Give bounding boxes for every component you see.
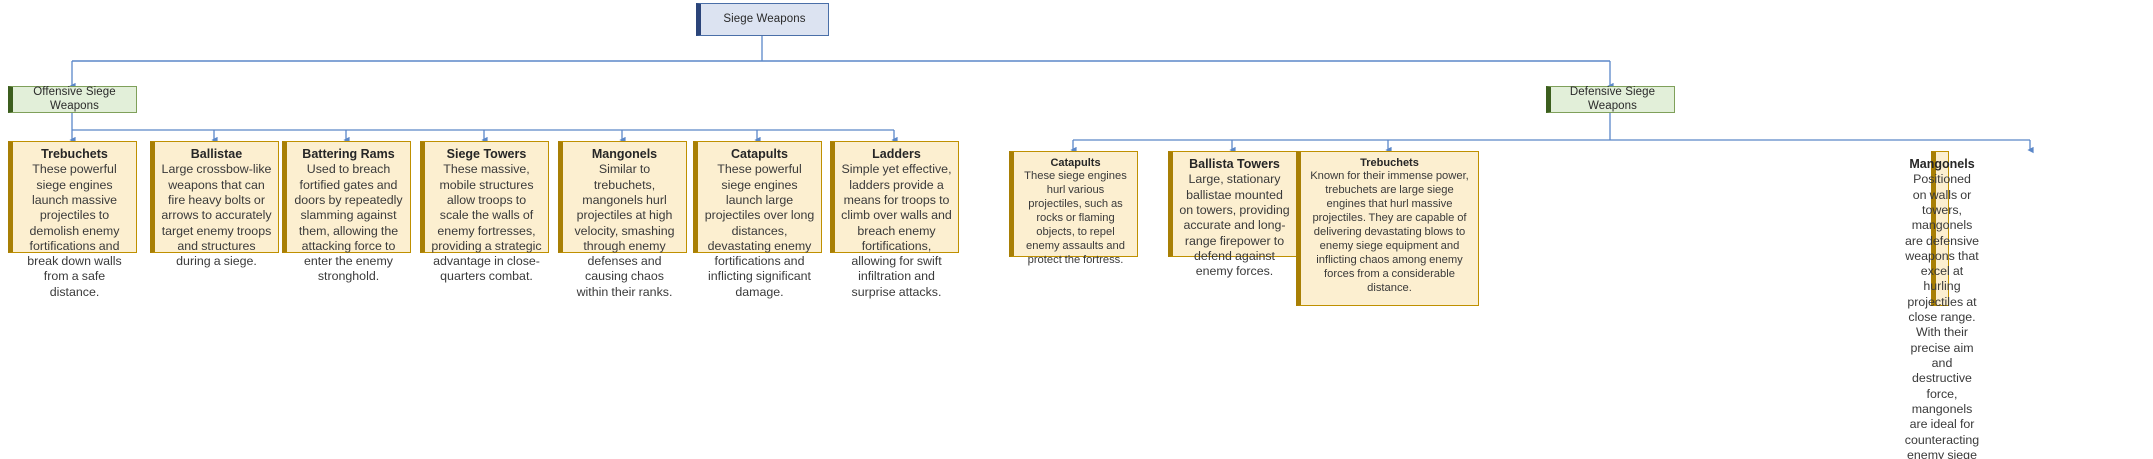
leaf-card-title: Mangonels [1909,157,1975,171]
leaf-card-catapults-offensive[interactable]: Catapults These powerful siege engines l… [693,141,822,299]
leaf-card-ladders[interactable]: Ladders Simple yet effective, ladders pr… [830,141,959,299]
leaf-card-ballistae[interactable]: Ballistae Large crossbow-like weapons th… [150,141,279,268]
leaf-card-mangonels-offensive[interactable]: Mangonels Similar to trebuchets, mangone… [558,141,687,299]
leaf-card-title: Catapults [731,147,788,161]
branch-node-label: Defensive Siege Weapons [1569,85,1656,112]
branch-node-defensive-siege-weapons[interactable]: Defensive Siege Weapons [1546,86,1675,113]
root-node-label: Siege Weapons [723,12,806,25]
leaf-card-title: Battering Rams [302,147,395,161]
leaf-card-body: These powerful siege engines launch larg… [704,162,815,299]
leaf-card-body: Large, stationary ballistae mounted on t… [1179,172,1290,279]
branch-node-offensive-siege-weapons[interactable]: Offensive Siege Weapons [8,86,137,113]
leaf-card-title: Ballistae [190,147,243,161]
leaf-card-ballista-towers[interactable]: Ballista Towers Large, stationary ballis… [1168,151,1297,278]
leaf-card-body: These powerful siege engines launch mass… [27,162,122,299]
leaf-card-title: Trebuchets [41,147,108,161]
leaf-card-title: Siege Towers [446,147,527,161]
leaf-card-catapults-defensive[interactable]: Catapults These siege engines hurl vario… [1009,151,1138,266]
leaf-card-trebuchets-defensive[interactable]: Trebuchets Known for their immense power… [1296,151,1479,306]
leaf-card-title: Ballista Towers [1189,157,1280,171]
leaf-card-title: Trebuchets [1360,157,1419,169]
leaf-card-trebuchets-offensive[interactable]: Trebuchets These powerful siege engines … [8,141,137,299]
branch-node-label: Offensive Siege Weapons [33,85,116,112]
leaf-card-body: Similar to trebuchets, mangonels hurl pr… [574,162,675,299]
leaf-card-mangonels-defensive[interactable]: Mangonels Positioned on walls or towers,… [1905,151,1979,459]
leaf-card-body: Used to breach fortified gates and doors… [294,162,403,284]
leaf-card-title: Catapults [1050,157,1101,169]
leaf-card-body: These siege engines hurl various project… [1024,170,1127,266]
leaf-card-title: Mangonels [591,147,658,161]
leaf-card-body: These massive, mobile structures allow t… [431,162,542,284]
root-node-siege-weapons[interactable]: Siege Weapons [696,3,829,36]
leaf-card-siege-towers[interactable]: Siege Towers These massive, mobile struc… [420,141,549,283]
leaf-card-body: Known for their immense power, trebuchet… [1310,170,1469,294]
leaf-card-battering-rams[interactable]: Battering Rams Used to breach fortified … [282,141,411,283]
leaf-card-body: Large crossbow-like weapons that can fir… [161,162,272,269]
leaf-card-title: Ladders [872,147,921,161]
leaf-card-body: Positioned on walls or towers, mangonels… [1904,172,1980,459]
leaf-card-body: Simple yet effective, ladders provide a … [841,162,952,299]
